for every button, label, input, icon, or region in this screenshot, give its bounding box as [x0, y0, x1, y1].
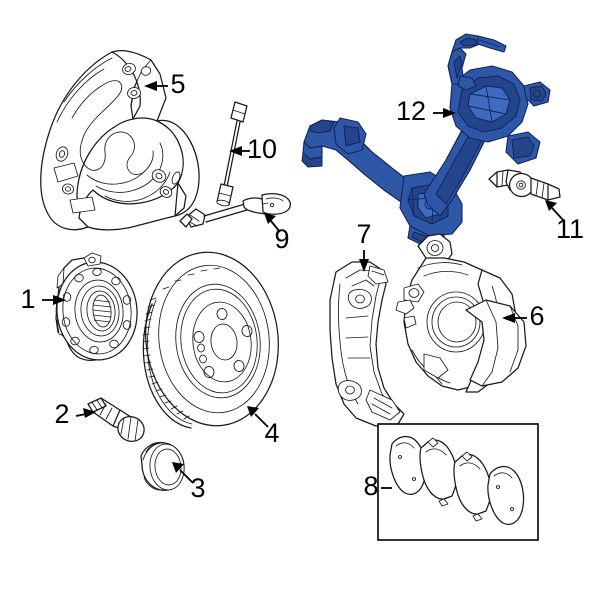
callout-leader-9 [264, 213, 281, 233]
callout-leader-1 [42, 295, 66, 305]
callout-leader-12 [433, 108, 456, 118]
callout-number-4[interactable]: 4 [264, 418, 279, 448]
part-brake-dust-shield[interactable] [40, 50, 200, 231]
callout-number-3[interactable]: 3 [190, 473, 205, 503]
callout-number-11[interactable]: 11 [556, 214, 584, 244]
part-brake-hose-fitting[interactable] [488, 169, 561, 201]
callout-leader-3 [172, 462, 194, 484]
callout-leader-2 [75, 408, 96, 418]
part-brake-wear-sensor[interactable] [179, 193, 292, 228]
part-steering-knuckle-highlighted[interactable] [301, 33, 551, 247]
callout-number-10[interactable]: 10 [247, 134, 277, 164]
callout-number-8[interactable]: 8 [363, 471, 378, 501]
callout-number-1[interactable]: 1 [20, 284, 35, 314]
callout-leader-7 [359, 250, 369, 272]
part-brake-pad-set-box[interactable] [377, 423, 539, 541]
part-brake-caliper[interactable] [395, 233, 527, 393]
callout-number-9[interactable]: 9 [274, 224, 289, 254]
part-wheel-speed-sensor[interactable] [216, 101, 248, 207]
part-hub-bolt[interactable] [87, 397, 145, 442]
callout-number-5[interactable]: 5 [170, 69, 185, 99]
part-brake-rotor-disc[interactable] [136, 245, 288, 434]
callout-leader-11 [545, 200, 565, 222]
part-wheel-hub-bearing[interactable] [52, 252, 142, 364]
part-hub-dust-cap[interactable] [140, 441, 186, 491]
part-caliper-bracket[interactable] [329, 261, 405, 427]
callout-leader-10 [229, 146, 250, 156]
callout-number-2[interactable]: 2 [54, 399, 69, 429]
callout-number-6[interactable]: 6 [529, 301, 544, 331]
callout-leader-4 [247, 406, 269, 428]
callout-leader-6 [502, 313, 527, 323]
callout-leader-5 [144, 81, 168, 91]
callout-number-7[interactable]: 7 [356, 219, 371, 249]
callout-number-12[interactable]: 12 [396, 96, 426, 126]
